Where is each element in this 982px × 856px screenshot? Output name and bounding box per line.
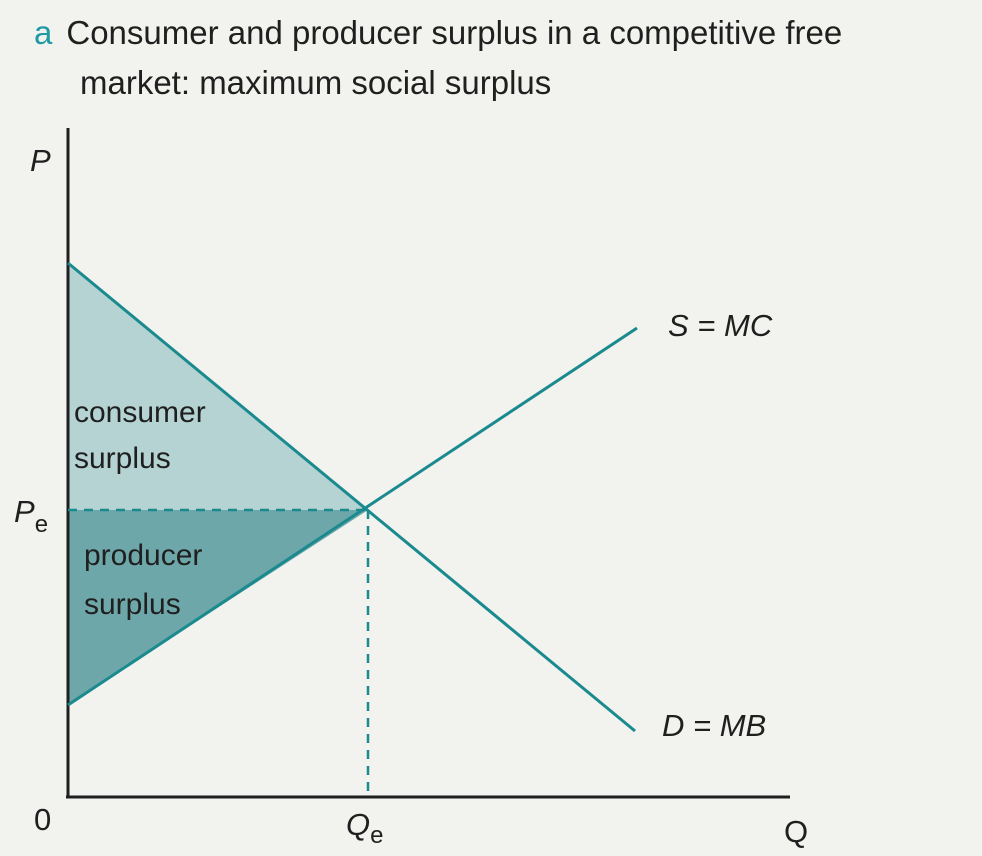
consumer-surplus-label-line2: surplus: [74, 442, 171, 475]
caption-line-1: Consumer and producer surplus in a compe…: [66, 14, 843, 51]
consumer-surplus-label-line1: consumer: [74, 396, 206, 429]
caption-line-2: market: maximum social surplus: [80, 64, 552, 101]
supply-curve-label: S = MC: [668, 308, 773, 343]
origin-label: 0: [34, 802, 51, 837]
demand-curve-label: D = MB: [662, 708, 766, 743]
pe-label: Pe: [14, 494, 48, 538]
pe-label-main: P: [14, 494, 35, 529]
qe-label: Qe: [346, 807, 383, 849]
x-axis-label: Q: [784, 814, 808, 849]
qe-label-sub: e: [370, 822, 383, 849]
producer-surplus-label-line1: producer: [84, 539, 202, 572]
y-axis-label: P: [30, 143, 51, 178]
supply-curve: [67, 326, 638, 707]
caption-letter: a: [34, 14, 53, 51]
demand-curve: [67, 261, 636, 733]
producer-surplus-label-line2: surplus: [84, 588, 181, 621]
qe-label-main: Q: [346, 807, 370, 842]
pe-label-sub: e: [35, 511, 48, 538]
figure-caption: a Consumer and producer surplus in a comp…: [34, 8, 974, 108]
